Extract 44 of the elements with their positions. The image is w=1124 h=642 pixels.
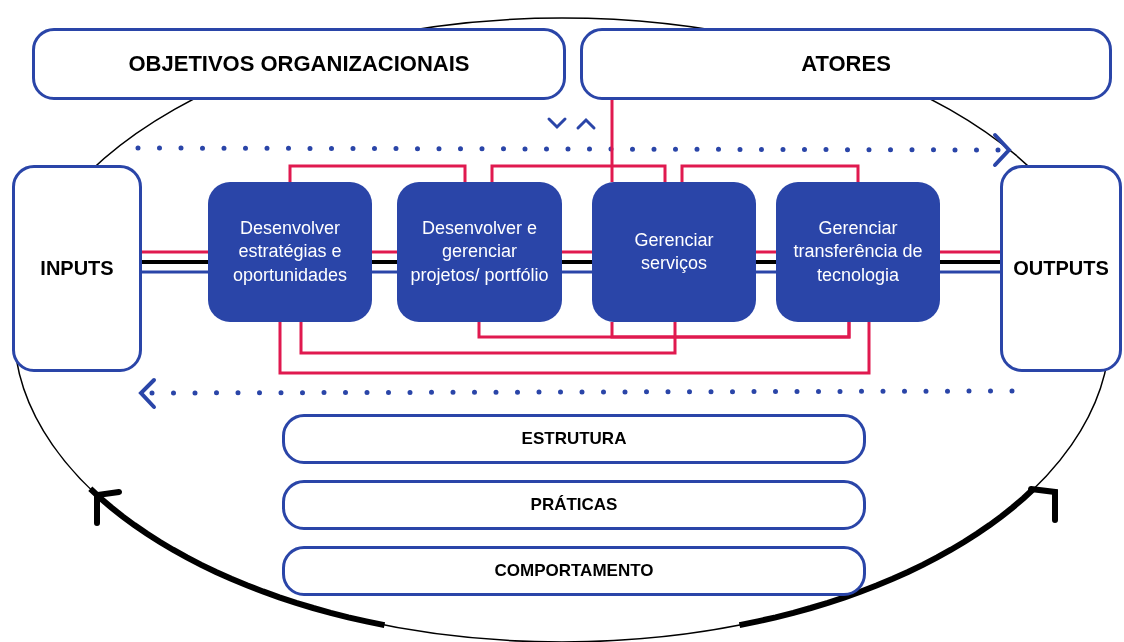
layer-box (282, 414, 866, 464)
output-box (1000, 165, 1122, 372)
node-label: ATORES (801, 51, 891, 77)
connector (372, 260, 397, 264)
node-label: COMPORTAMENTO (494, 561, 654, 581)
node-label: PRÁTICAS (530, 495, 618, 515)
node-label: Gerenciar serviços (633, 228, 715, 275)
connector (610, 100, 614, 182)
connector (940, 250, 1000, 254)
process-box (776, 182, 940, 322)
connector (562, 270, 592, 274)
input-box (12, 165, 142, 372)
node-label: Gerenciar transferência de tecnologia (792, 216, 924, 287)
connector (756, 250, 776, 254)
process-box (592, 182, 756, 322)
process-box (208, 182, 372, 322)
connector (756, 260, 776, 264)
connector (562, 260, 592, 264)
connector (142, 250, 208, 254)
node-label: INPUTS (40, 257, 114, 280)
connector (756, 270, 776, 274)
node-label: OUTPUTS (1013, 257, 1109, 280)
heading-box (580, 28, 1112, 100)
node-label: OBJETIVOS ORGANIZACIONAIS (128, 51, 470, 77)
connector (142, 270, 208, 274)
process-box (397, 182, 562, 322)
connector (610, 322, 851, 339)
node-label: Desenvolver e gerenciar projetos/ portfólio (409, 216, 550, 287)
connector (372, 250, 397, 254)
connector (299, 322, 677, 355)
layer-box (282, 480, 866, 530)
layer-box (282, 546, 866, 596)
connector (490, 164, 667, 182)
node-label: ESTRUTURA (521, 429, 627, 449)
connector (940, 270, 1000, 274)
node-label: Desenvolver estratégias e oportunidades (231, 216, 349, 287)
connector (562, 250, 592, 254)
connector (142, 260, 208, 264)
connector (288, 164, 467, 182)
heading-box (32, 28, 566, 100)
connector (278, 322, 871, 375)
connector (940, 260, 1000, 264)
connector (680, 164, 860, 182)
connector (372, 270, 397, 274)
